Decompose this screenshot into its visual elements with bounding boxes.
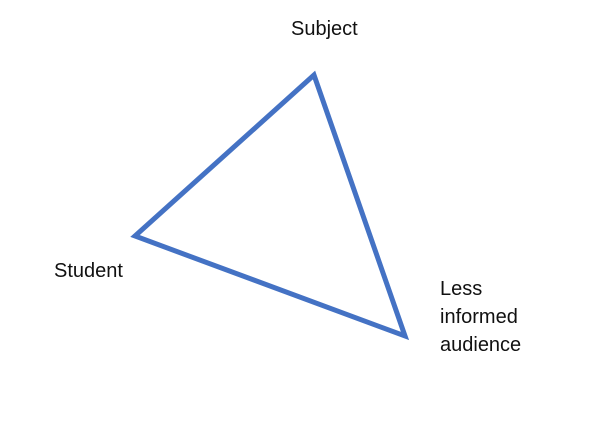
vertex-label-audience: Less informed audience [440,275,521,359]
audience-label-line-1: Less [440,278,483,300]
vertex-label-subject: Subject [291,18,358,40]
audience-label-line-3: audience [440,334,522,356]
audience-label-line-2: informed [440,306,518,328]
vertex-label-student: Student [54,260,123,282]
triangle-shape [130,70,410,341]
